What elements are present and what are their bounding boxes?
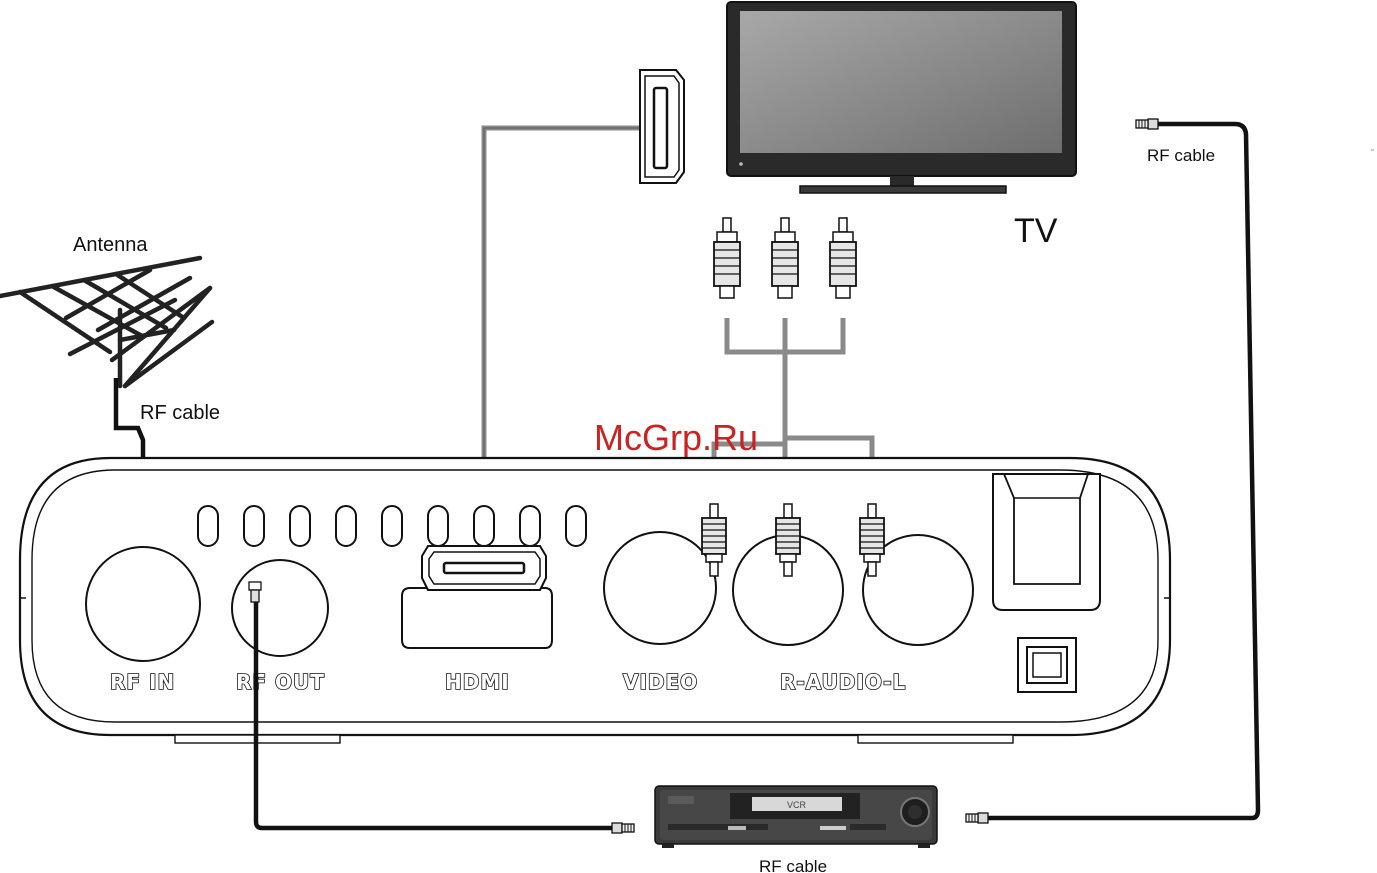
rf-out-coax-plug (248, 581, 262, 603)
tv-rf-cable-right (988, 121, 1261, 821)
hdmi-label: HDMI (445, 670, 510, 694)
rf-in-label: RF IN (110, 670, 175, 694)
vcr-badge: VCR (787, 800, 807, 810)
vent-slots (197, 505, 587, 547)
antenna-icon (0, 255, 215, 389)
rf-cable-right-label: RF cable (1147, 146, 1215, 165)
rf-cable-antenna-label: RF cable (140, 402, 220, 424)
vcr-rf-cable-left (253, 602, 612, 831)
video-label: VIDEO (623, 670, 698, 694)
rf-out-port (231, 559, 329, 657)
hdmi-port (401, 545, 553, 649)
vcr-icon: VCR (654, 785, 938, 848)
tv-label: TV (1014, 212, 1058, 250)
video-port (603, 531, 717, 645)
rf-in-port (85, 546, 201, 662)
hdmi-connector-icon (639, 69, 685, 184)
rf-out-label: RF OUT (236, 670, 325, 694)
tv-icon (726, 1, 1077, 194)
watermark: McGrp.Ru (594, 417, 758, 458)
side-compartment (992, 473, 1101, 611)
optical-port (1017, 637, 1077, 693)
rca-plug-icon (713, 217, 857, 299)
audio-label: R-AUDIO-L (780, 670, 906, 694)
antenna-label: Antenna (73, 234, 148, 256)
rf-cable-bottom-label: RF cable (759, 857, 827, 873)
audio-l-port (862, 534, 974, 646)
